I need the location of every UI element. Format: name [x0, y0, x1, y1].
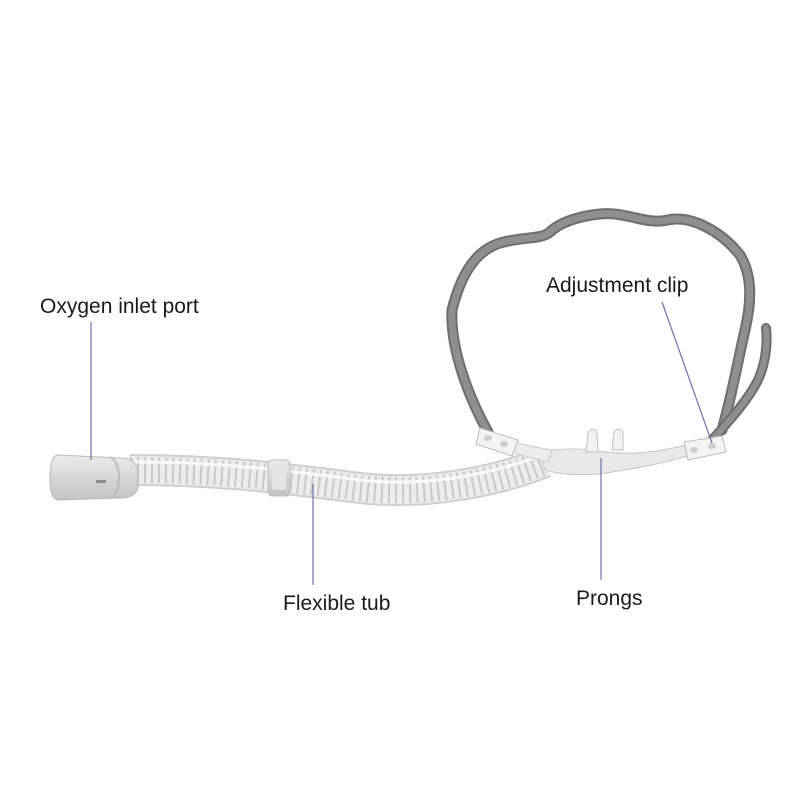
adjustment-clip-label: Adjustment clip — [546, 274, 689, 297]
oxygen-inlet-port-label: Oxygen inlet port — [40, 295, 199, 318]
leader-line-clip — [661, 301, 713, 444]
head-strap — [446, 208, 772, 445]
tube-clip — [267, 459, 291, 497]
flexible-tube — [129, 447, 551, 507]
adjustment-clip — [683, 435, 727, 461]
leader-lines — [90, 301, 713, 585]
oxygen-inlet-connector — [49, 454, 139, 501]
prongs-label: Prongs — [576, 587, 643, 610]
flexible-tube-label: Flexible tub — [283, 592, 391, 615]
left-strap-connector — [475, 427, 519, 457]
nasal-cannula — [491, 428, 702, 476]
